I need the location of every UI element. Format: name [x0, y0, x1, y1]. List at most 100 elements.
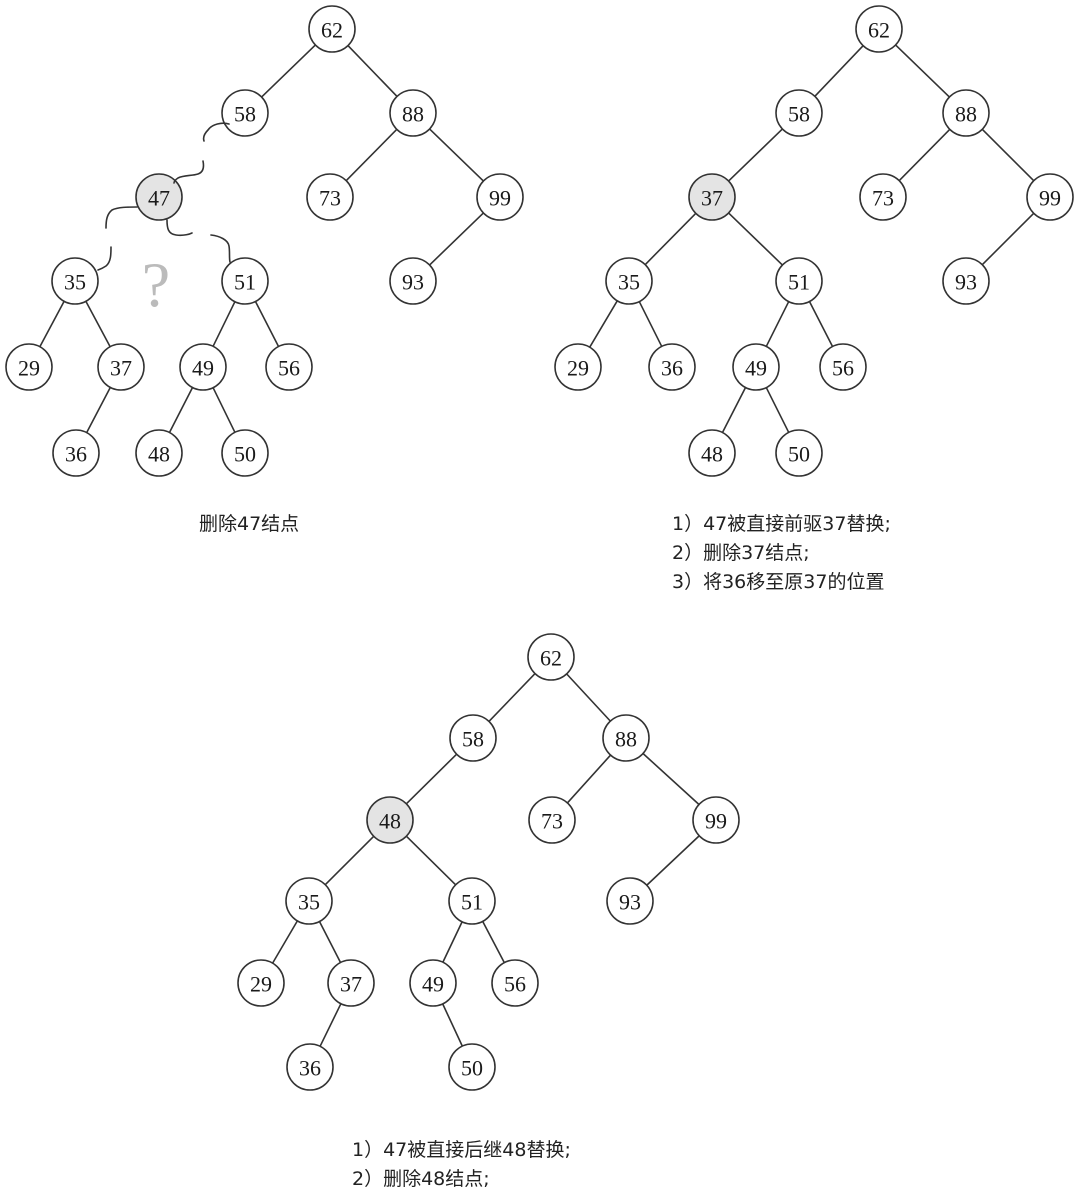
- tree-node-35: 35: [285, 877, 333, 925]
- tree-node-35: 35: [605, 257, 653, 305]
- edge-88-73: [898, 128, 951, 182]
- tree-node-48: 48: [135, 429, 183, 477]
- node-circle: [602, 714, 650, 762]
- edge-37-36: [319, 1003, 342, 1047]
- caption-c-line-1: 1）47被直接后继48替换;: [352, 1139, 571, 1161]
- edge-99-93: [646, 835, 700, 886]
- node-value: 37: [701, 186, 723, 211]
- edge-51-49: [765, 301, 790, 347]
- tree-node-51: 51: [221, 257, 269, 305]
- tree-node-62: 62: [527, 633, 575, 681]
- tree-node-62: 62: [308, 5, 356, 53]
- node-circle: [51, 257, 99, 305]
- node-circle: [449, 714, 497, 762]
- node-value: 93: [955, 270, 977, 295]
- tree-node-56: 56: [491, 959, 539, 1007]
- tree-node-99: 99: [1026, 173, 1074, 221]
- node-circle: [732, 343, 780, 391]
- node-circle: [648, 343, 696, 391]
- node-value: 35: [618, 270, 640, 295]
- edge-88-99: [642, 752, 700, 806]
- node-value: 62: [868, 18, 890, 43]
- node-circle: [265, 343, 313, 391]
- edge-99-93: [981, 212, 1035, 266]
- edge-62-58: [488, 673, 536, 722]
- node-circle: [327, 959, 375, 1007]
- node-value: 93: [402, 270, 424, 295]
- node-circle: [5, 343, 53, 391]
- caption-delete-47: 删除47结点: [199, 510, 299, 539]
- node-value: 50: [234, 442, 256, 467]
- node-value: 73: [319, 186, 341, 211]
- node-value: 58: [462, 727, 484, 752]
- tree-node-29: 29: [237, 959, 285, 1007]
- broken-edge-58-47-lower: [173, 160, 205, 184]
- edge-62-88: [347, 45, 398, 97]
- node-value: 51: [234, 270, 256, 295]
- broken-edge-47-51-right: [210, 234, 231, 263]
- node-value: 29: [567, 356, 589, 381]
- node-value: 49: [422, 972, 444, 997]
- node-value: 37: [110, 356, 132, 381]
- node-circle: [527, 633, 575, 681]
- edge-35-37: [318, 921, 342, 963]
- node-value: 50: [461, 1056, 483, 1081]
- node-value: 73: [872, 186, 894, 211]
- node-circle: [855, 5, 903, 53]
- node-value: 29: [18, 356, 40, 381]
- node-circle: [221, 257, 269, 305]
- edge-88-99: [428, 128, 485, 182]
- tree-node-56: 56: [819, 343, 867, 391]
- broken-edge-47-35-upper: [105, 206, 138, 229]
- edge-35-36: [638, 301, 663, 347]
- node-circle: [688, 173, 736, 221]
- tree-node-37: 37: [97, 343, 145, 391]
- edge-37-35: [644, 212, 697, 266]
- node-value: 88: [955, 102, 977, 127]
- edge-35-37: [85, 300, 111, 348]
- node-value: 62: [540, 646, 562, 671]
- edge-49-50: [212, 387, 236, 433]
- edge-37-36: [85, 387, 112, 433]
- node-circle: [692, 796, 740, 844]
- node-value: 49: [192, 356, 214, 381]
- node-circle: [179, 343, 227, 391]
- node-circle: [819, 343, 867, 391]
- node-circle: [448, 877, 496, 925]
- tree-node-51: 51: [448, 877, 496, 925]
- caption-b-line-2: 2）删除37结点;: [672, 542, 810, 564]
- edge-58-48: [405, 753, 458, 805]
- edge-51-56: [254, 301, 280, 347]
- tree-node-35: 35: [51, 257, 99, 305]
- tree-node-36: 36: [52, 429, 100, 477]
- edge-88-73: [566, 754, 612, 804]
- node-circle: [221, 89, 269, 137]
- tree-node-88: 88: [602, 714, 650, 762]
- edge-48-35: [324, 835, 375, 886]
- node-value: 48: [701, 442, 723, 467]
- tree-node-58: 58: [221, 89, 269, 137]
- node-circle: [605, 257, 653, 305]
- edge-51-49: [212, 301, 236, 347]
- node-circle: [409, 959, 457, 1007]
- highlighted-node-48: 48: [366, 796, 414, 844]
- node-circle: [308, 5, 356, 53]
- tree-node-88: 88: [942, 89, 990, 137]
- broken-edges: ?: [97, 122, 231, 320]
- edge-88-99: [981, 128, 1035, 182]
- edge-49-50: [441, 1003, 464, 1047]
- node-value: 56: [504, 972, 526, 997]
- tree-node-48: 48: [688, 429, 736, 477]
- tree-node-50: 50: [775, 429, 823, 477]
- edge-62-58: [814, 45, 864, 97]
- edge-35-29: [589, 300, 618, 348]
- node-circle: [942, 257, 990, 305]
- node-value: 58: [788, 102, 810, 127]
- question-mark-icon: ?: [142, 249, 170, 320]
- edge-51-56: [808, 301, 834, 347]
- tree-node-99: 99: [692, 796, 740, 844]
- tree-node-73: 73: [306, 173, 354, 221]
- tree-node-36: 36: [648, 343, 696, 391]
